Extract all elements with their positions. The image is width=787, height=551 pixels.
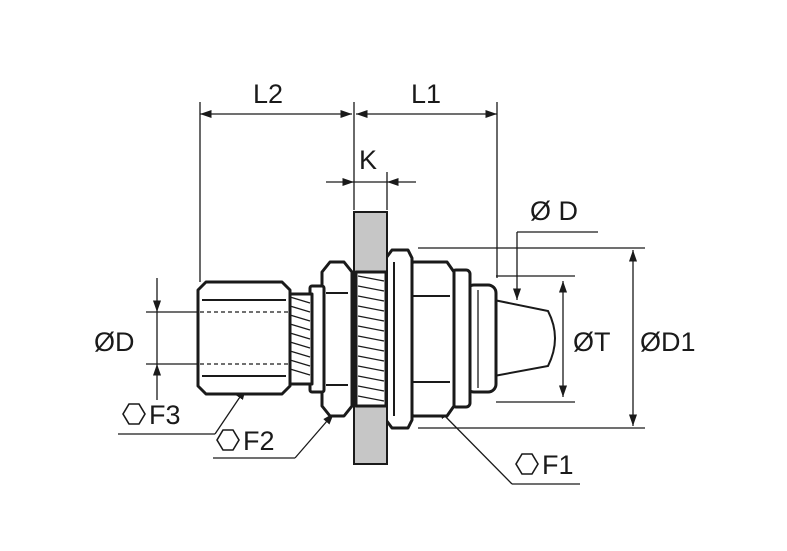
label-f2-group: F2 [216, 426, 275, 456]
label-l1: L1 [411, 79, 441, 109]
label-f3: F3 [149, 400, 181, 430]
dimension-lines [118, 102, 645, 485]
hexagon-icon [515, 453, 539, 475]
body-flange [384, 248, 414, 430]
label-f1-group: F1 [515, 450, 574, 480]
label-d-top: Ø D [530, 196, 578, 226]
compression-nut-f3 [196, 280, 292, 396]
label-d-left: ØD [94, 327, 135, 357]
release-collet [450, 268, 498, 409]
compression-thread [286, 292, 314, 386]
label-k: K [359, 145, 377, 175]
threaded-stem [354, 270, 388, 408]
label-t: ØT [573, 327, 611, 357]
lock-nut-f2 [320, 260, 354, 418]
label-f1: F1 [542, 450, 574, 480]
tube [493, 299, 556, 377]
label-f2: F2 [243, 426, 275, 456]
label-d1: ØD1 [640, 327, 696, 357]
label-l2: L2 [253, 79, 283, 109]
hexagon-icon [216, 429, 240, 451]
hexagon-icon [122, 403, 146, 425]
label-f3-group: F3 [122, 400, 181, 430]
